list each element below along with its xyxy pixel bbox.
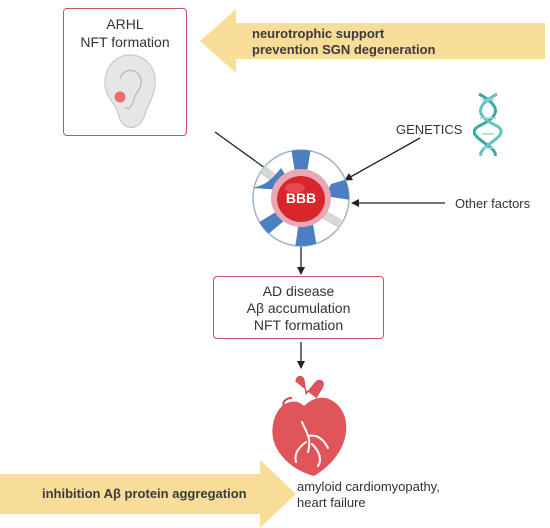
ad-line3: NFT formation — [253, 317, 344, 333]
top-band-line2: prevention SGN degeneration — [252, 42, 436, 57]
bbb-diagram — [252, 149, 350, 247]
outcome-line1: amyloid cardiomyopathy, — [297, 479, 440, 494]
ad-disease-box: AD disease Aβ accumulation NFT formation — [213, 276, 384, 339]
vessel-blue-right — [325, 178, 349, 200]
other-factors-label: Other factors — [455, 196, 531, 211]
ad-line1: AD disease — [262, 283, 335, 299]
bottom-arrow-band — [0, 460, 296, 528]
vessel-blue-bottom — [295, 222, 317, 246]
dna-icon — [473, 92, 503, 157]
vessel-blue-top — [291, 150, 311, 172]
top-arrow-band — [200, 9, 545, 73]
ear-icon — [104, 54, 156, 128]
heart-icon — [272, 375, 347, 476]
ear-inflammation-dot — [114, 91, 126, 103]
ad-line2: Aβ accumulation — [246, 300, 351, 316]
arrow-genetics-to-bbb — [344, 137, 421, 181]
outcome-line2: heart failure — [297, 495, 366, 510]
bottom-band-text: inhibition Aβ protein aggregation — [42, 486, 247, 501]
arhl-subtitle: NFT formation — [80, 34, 170, 50]
top-band-line1: neurotrophic support — [252, 26, 385, 41]
arhl-title: ARHL — [106, 16, 144, 32]
genetics-label: GENETICS — [396, 122, 463, 137]
bbb-label: BBB — [285, 190, 317, 206]
arhl-box: ARHL NFT formation — [63, 8, 187, 136]
